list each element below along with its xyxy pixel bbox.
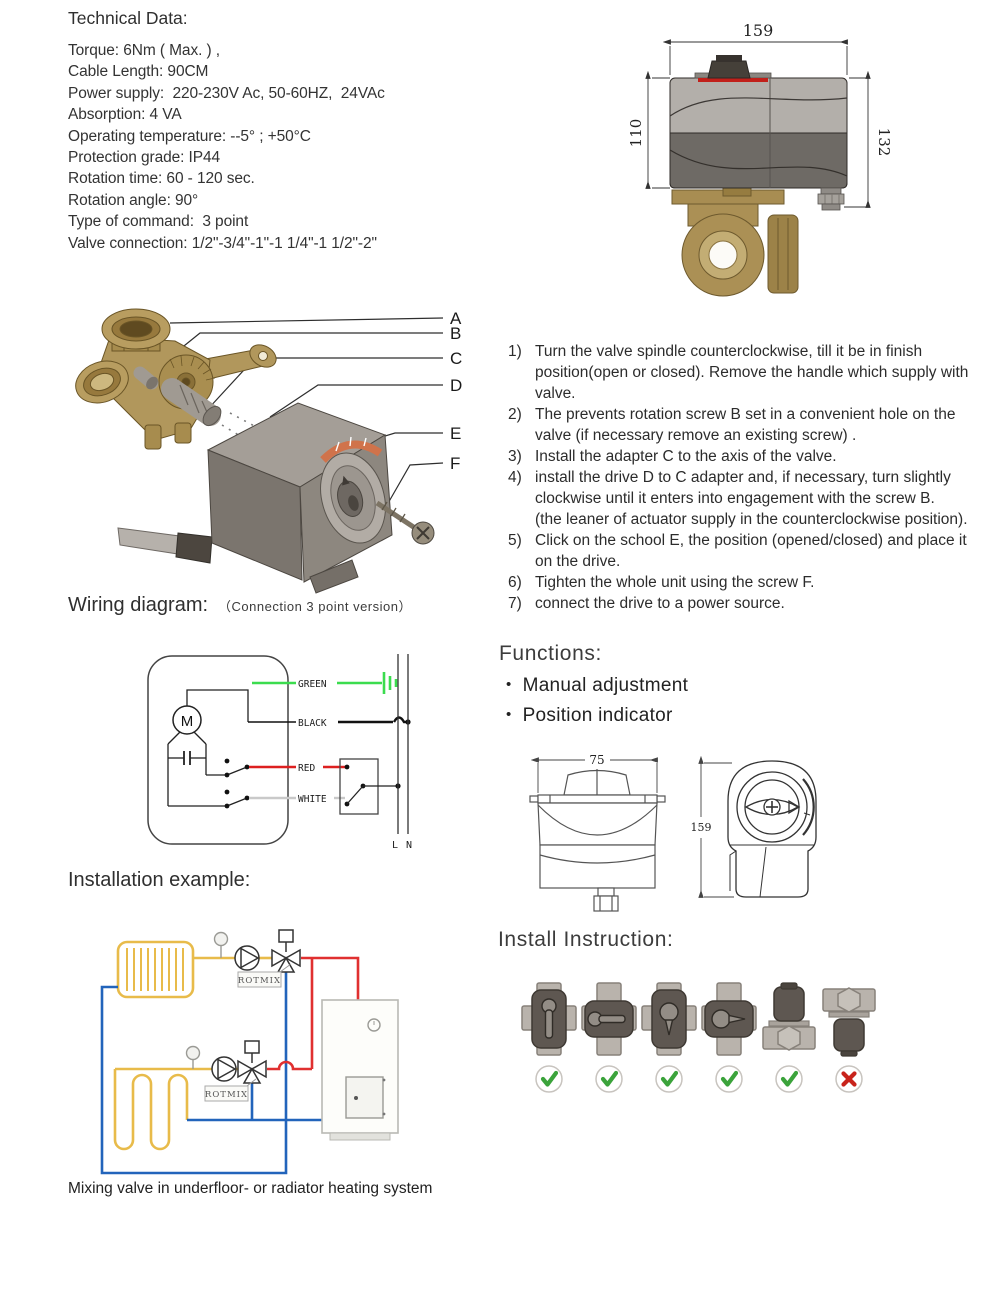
white-wire-label: WHITE: [298, 794, 327, 805]
wiring-diagram: M GREEN BLACK RED WHITE: [147, 654, 412, 851]
label-a: A: [450, 309, 462, 328]
function-item: Manual adjustment: [506, 672, 688, 702]
functions-title: Functions:: [499, 642, 602, 665]
instruction-item: 4)install the drive D to C adapter and, …: [508, 469, 968, 528]
instruction-item: 7)connect the drive to a power source.: [508, 595, 785, 612]
installation-example-diagram: ROTMIX ROTMIX: [100, 929, 399, 1175]
supply-pipes: [267, 956, 360, 1071]
check-icon: [655, 1065, 683, 1093]
cable-gland-drawing: [817, 187, 845, 211]
position-dial: [320, 452, 386, 544]
position-indicator-stripe: [698, 78, 768, 82]
label-f: F: [450, 454, 460, 473]
actuator-front-view-drawing: 75: [529, 753, 666, 912]
label-c: C: [450, 349, 462, 368]
instruction-item: 2)The prevents rotation screw B set in a…: [508, 406, 956, 444]
wiring-diagram-heading: Wiring diagram: （Connection 3 point versi…: [68, 594, 412, 617]
underfloor-coil: [113, 1069, 189, 1151]
wiring-title: Wiring diagram:: [68, 594, 209, 616]
boiler: [321, 999, 399, 1141]
check-icon: [775, 1065, 803, 1093]
label-b: B: [450, 324, 461, 343]
svg-text:ROTMIX: ROTMIX: [205, 1090, 248, 1100]
switch-contacts: [224, 758, 250, 809]
dim-height-left-label: 110: [628, 119, 645, 148]
dim-height-right-label: 132: [875, 128, 893, 157]
radiator: [116, 940, 195, 999]
check-icon: [535, 1065, 563, 1093]
actuator-dimension-drawing: 159 110 132: [628, 21, 893, 297]
assembly-instructions: 1)Turn the valve spindle counterclockwis…: [508, 341, 990, 614]
rotmix-label: ROTMIX: [237, 963, 292, 988]
thermometer: [185, 931, 229, 1069]
dim-width-label: 159: [743, 21, 774, 40]
return-pipes: [100, 969, 322, 1175]
spec-operating-temperature: Operating temperature: --5° ; +50°C: [68, 127, 311, 145]
label-e: E: [450, 424, 461, 443]
adapter-c: [161, 378, 222, 427]
actuator-upright-icon: [762, 982, 816, 1051]
svg-text:ROTMIX: ROTMIX: [238, 976, 281, 986]
line-n-label: N: [406, 840, 412, 851]
instruction-item: 1)Turn the valve spindle counterclockwis…: [508, 343, 969, 402]
valve-orientation-up-icon: [521, 982, 577, 1056]
technical-data-title: Technical Data:: [68, 8, 188, 28]
check-icon: [595, 1065, 623, 1093]
screw-b: [133, 366, 159, 390]
spec-power-supply: Power supply: 220-230V Ac, 50-60HZ, 24VA…: [68, 84, 385, 102]
technical-data-section: Technical Data: Torque: 6Nm ( Max. ) , C…: [68, 8, 488, 254]
check-icon: [715, 1065, 743, 1093]
black-wire-label: BLACK: [298, 718, 327, 729]
spec-absorption: Absorption: 4 VA: [68, 106, 182, 124]
cross-icon: [835, 1065, 863, 1093]
orientation-icons-row: [521, 980, 877, 1058]
spec-valve-connection: Valve connection: 1/2"-3/4"-1"-1 1/4"-1 …: [68, 234, 377, 252]
actuator-exploded: [117, 402, 393, 594]
ground-symbol: [382, 672, 398, 694]
green-wire-label: GREEN: [298, 679, 327, 690]
actuator-side-view-drawing: 159: [691, 755, 817, 898]
spec-protection-grade: Protection grade: IP44: [68, 149, 221, 167]
installation-example-title: Installation example:: [68, 869, 251, 891]
spec-torque: Torque: 6Nm ( Max. ) ,: [68, 42, 220, 59]
instruction-item: 3)Install the adapter C to the axis of t…: [508, 448, 837, 465]
instruction-item: 5)Click on the school E, the position (o…: [508, 532, 967, 570]
manual-knob-drawing: [707, 60, 751, 79]
mixing-valve: [237, 1040, 267, 1084]
valve-body-drawing: [671, 183, 799, 297]
spec-rotation-angle: Rotation angle: 90°: [68, 191, 199, 209]
spec-type-of-command: Type of command: 3 point: [68, 213, 249, 231]
actuator-inverted-icon: [822, 987, 876, 1057]
function-item: Position indicator: [506, 702, 688, 732]
installation-caption: Mixing valve in underfloor- or radiator …: [68, 1180, 433, 1197]
install-instruction-title: Install Instruction:: [498, 928, 674, 951]
valve-orientation-side-knob-icon: [701, 982, 757, 1056]
mixing-valve: [271, 929, 301, 973]
label-d: D: [450, 376, 462, 395]
functions-list: Manual adjustment Position indicator: [506, 672, 688, 731]
exploded-assembly-diagram: A B C D E F: [75, 308, 462, 594]
side-height-label: 159: [691, 821, 712, 834]
wiring-subtitle: （Connection 3 point version）: [218, 599, 412, 614]
motor-label: M: [181, 713, 194, 730]
red-wire-label: RED: [298, 763, 315, 774]
screw-f: [375, 500, 435, 545]
pump: [211, 945, 260, 1082]
rotmix-label: ROTMIX: [204, 1078, 257, 1102]
valve-orientation-left-icon: [581, 982, 637, 1056]
actuator-outline: [147, 655, 289, 845]
dimension-lines: [645, 39, 871, 208]
front-width-label: 75: [589, 753, 604, 767]
line-l-label: L: [392, 840, 398, 851]
spec-rotation-time: Rotation time: 60 - 120 sec.: [68, 170, 255, 188]
actuator-body-drawing: [669, 55, 848, 211]
orientation-results-row: [521, 1064, 877, 1096]
instruction-item: 6)Tighten the whole unit using the screw…: [508, 574, 815, 591]
spec-cable-length: Cable Length: 90CM: [68, 63, 209, 81]
valve-orientation-up-knob-icon: [641, 982, 697, 1056]
